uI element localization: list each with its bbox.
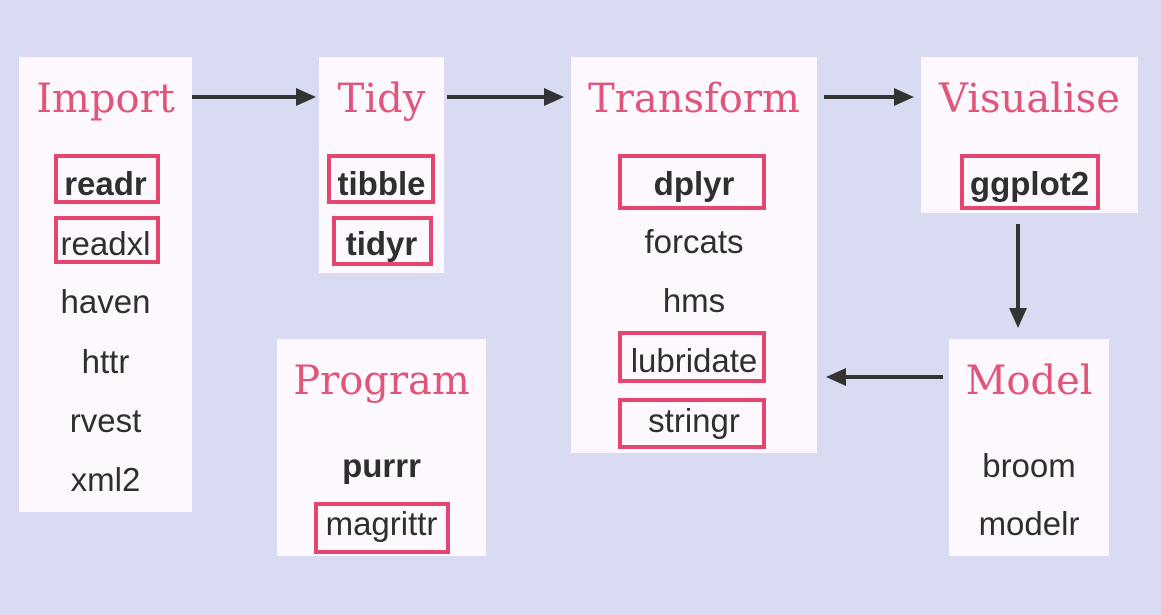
program-box: Program purrr magrittr xyxy=(277,339,486,556)
highlight-ggplot2 xyxy=(960,154,1100,210)
package-tibble: tibble xyxy=(337,165,426,202)
arrow-import-to-tidy xyxy=(192,88,316,106)
arrow-transform-to-visualise xyxy=(824,88,914,106)
transform-box: Transform dplyr forcats hms lubridate st… xyxy=(571,57,817,453)
visualise-title: Visualise xyxy=(939,76,1120,122)
highlight-tibble xyxy=(327,154,435,204)
package-purrr: purrr xyxy=(342,447,421,484)
package-lubridate: lubridate xyxy=(630,342,758,379)
package-rvest: rvest xyxy=(69,402,142,439)
highlight-lubridate xyxy=(618,331,766,383)
highlight-readxl xyxy=(54,216,160,264)
package-haven: haven xyxy=(60,283,151,320)
highlight-magrittr xyxy=(314,502,450,554)
arrow-tidy-to-transform xyxy=(447,88,564,106)
package-httr: httr xyxy=(81,343,130,380)
package-magrittr: magrittr xyxy=(325,505,438,542)
package-readr: readr xyxy=(64,165,147,202)
tidy-title: Tidy xyxy=(337,76,426,122)
model-title: Model xyxy=(965,358,1093,404)
program-title: Program xyxy=(293,358,470,404)
highlight-stringr xyxy=(618,398,766,449)
package-readxl: readxl xyxy=(60,225,151,262)
arrow-visualise-to-model xyxy=(1009,224,1027,328)
package-stringr: stringr xyxy=(648,402,740,439)
package-ggplot2: ggplot2 xyxy=(969,165,1090,202)
arrow-model-to-transform xyxy=(826,368,943,386)
highlight-tidyr xyxy=(332,216,433,266)
package-xml2: xml2 xyxy=(70,461,141,498)
highlight-readr xyxy=(54,154,160,204)
transform-title: Transform xyxy=(588,76,800,122)
import-title: Import xyxy=(36,76,175,122)
package-tidyr: tidyr xyxy=(345,225,418,262)
visualise-box: Visualise ggplot2 xyxy=(921,57,1138,213)
highlight-dplyr xyxy=(618,154,766,210)
package-broom: broom xyxy=(982,447,1076,484)
import-box: Import readr readxl haven httr rvest xml… xyxy=(19,57,192,512)
package-hms: hms xyxy=(662,282,726,319)
tidy-box: Tidy tibble tidyr xyxy=(319,57,444,273)
package-forcats: forcats xyxy=(644,223,744,260)
package-modelr: modelr xyxy=(978,505,1080,542)
model-box: Model broom modelr xyxy=(949,339,1109,556)
package-dplyr: dplyr xyxy=(653,165,735,202)
